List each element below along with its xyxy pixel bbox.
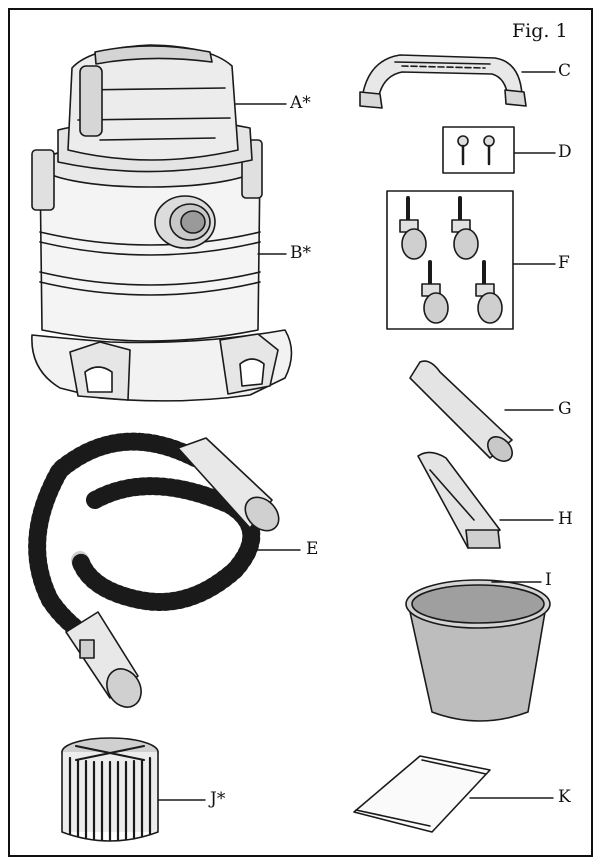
label-e: E: [306, 539, 319, 559]
label-i: I: [545, 570, 552, 590]
vacuum-cleaner-drawing: [31, 44, 293, 402]
crevice-nozzle-drawing: [417, 451, 501, 549]
hose-drawing: [28, 432, 280, 708]
label-a: A*: [290, 93, 311, 113]
figure-title: Fig. 1: [512, 20, 568, 42]
label-k: K: [558, 787, 571, 807]
screws-drawing: [442, 126, 515, 174]
label-b: B*: [290, 243, 311, 263]
label-f: F: [558, 253, 570, 273]
extension-tube-drawing: [409, 360, 513, 462]
leader-lines: [157, 71, 556, 801]
label-h: H: [558, 509, 573, 529]
filter-bag-drawing: [405, 579, 551, 722]
casters-drawing: [386, 190, 514, 330]
label-j: J*: [210, 789, 226, 809]
label-g: G: [558, 399, 572, 419]
cartridge-filter-drawing: [61, 737, 159, 842]
carrying-handle-drawing: [359, 54, 527, 109]
manual-booklet-drawing: [353, 755, 491, 833]
label-d: D: [558, 142, 572, 162]
label-c: C: [558, 61, 572, 81]
